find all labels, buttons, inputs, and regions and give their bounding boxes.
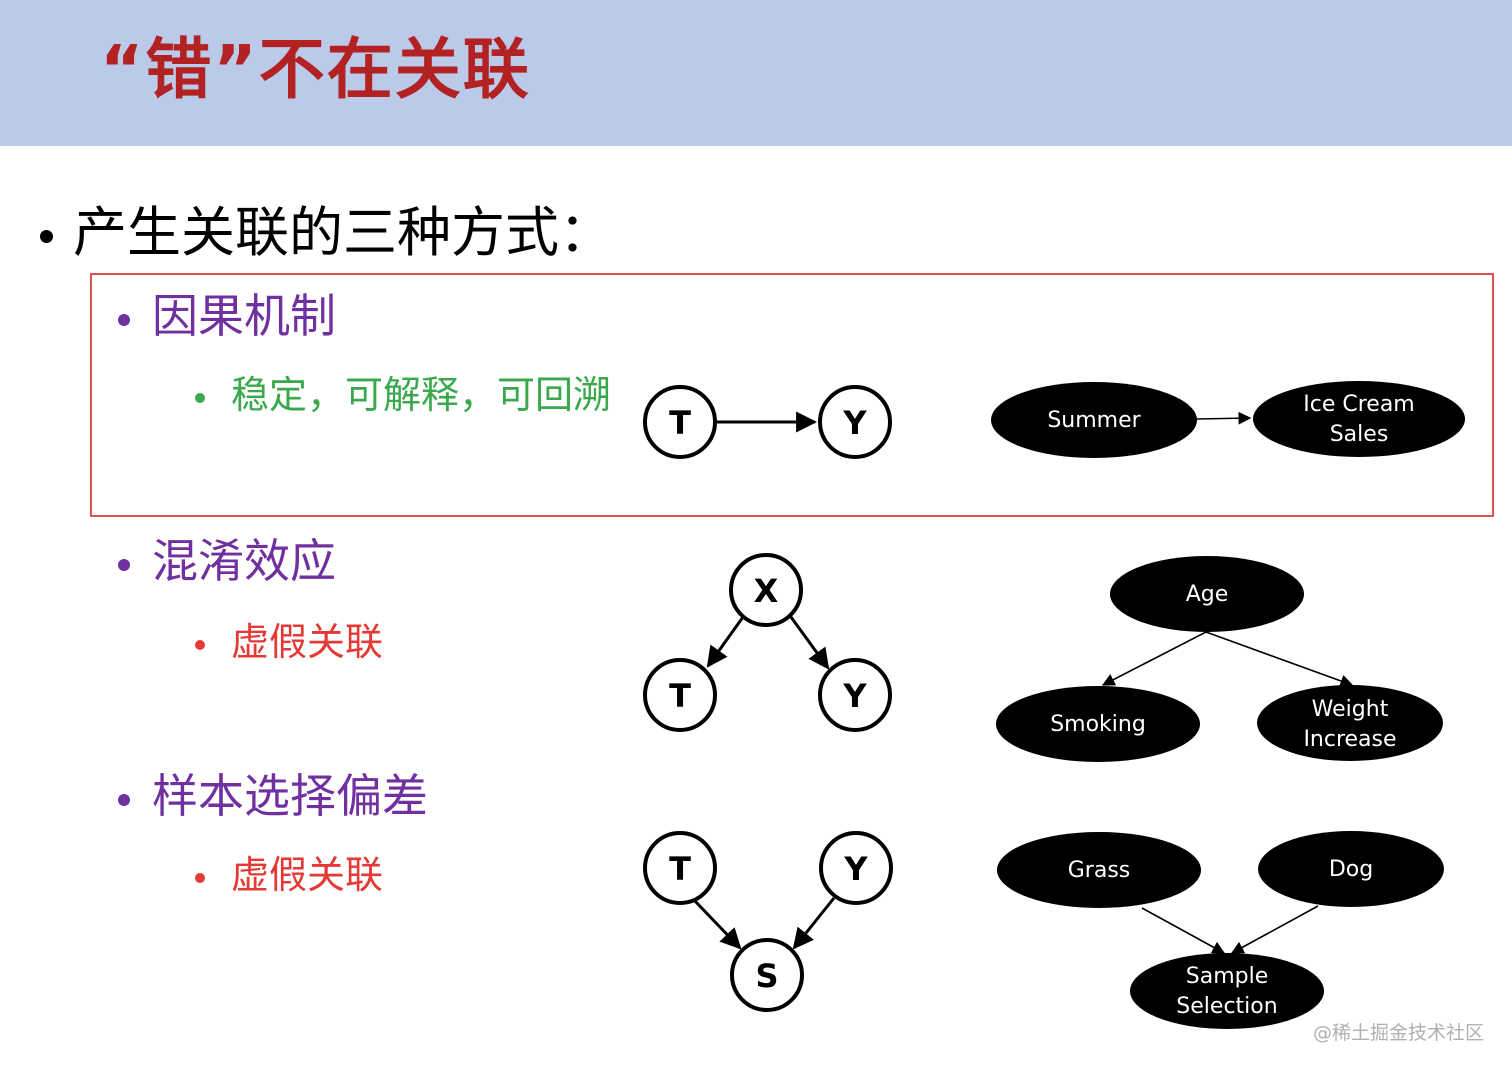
bullet-dot bbox=[40, 229, 53, 243]
node-age-label: Age bbox=[1186, 582, 1229, 607]
bullet-dot bbox=[195, 639, 205, 650]
node-y bbox=[818, 385, 892, 459]
node-icecream-label-1: Ice Cream bbox=[1303, 392, 1414, 417]
node-smoking-label: Smoking bbox=[1050, 712, 1146, 737]
example-selection: Grass Dog Sample Selection bbox=[997, 831, 1444, 1029]
slide-title: “错”不在关联 bbox=[100, 31, 531, 108]
node-y-label: Y bbox=[842, 404, 867, 442]
bullet-dot bbox=[118, 558, 130, 571]
section-heading-text: 混淆效应 bbox=[152, 534, 336, 588]
node-s-label: S bbox=[755, 957, 778, 995]
node-grass-label: Grass bbox=[1068, 858, 1131, 883]
node-t bbox=[643, 385, 717, 459]
highlight-box bbox=[90, 273, 1494, 517]
node-t-label: T bbox=[669, 404, 691, 442]
section-confounding-heading: 混淆效应 bbox=[118, 538, 336, 584]
node-t bbox=[643, 831, 717, 905]
node-y-label: Y bbox=[843, 850, 868, 888]
node-sample-selection bbox=[1130, 953, 1324, 1029]
section-selection-sub: 虚假关联 bbox=[195, 856, 383, 894]
header-bar bbox=[0, 0, 1512, 146]
node-weight-label-2: Increase bbox=[1303, 727, 1396, 752]
diagram-causal: T Y bbox=[643, 385, 892, 459]
bullet-dot bbox=[195, 392, 205, 403]
edge-x-t bbox=[706, 616, 745, 668]
node-sample-label-2: Selection bbox=[1176, 994, 1277, 1019]
edge-age-weight bbox=[1205, 631, 1354, 688]
section-sub-text: 虚假关联 bbox=[231, 853, 384, 897]
node-grass bbox=[997, 832, 1201, 908]
node-icecream-sales bbox=[1253, 381, 1465, 457]
node-dog bbox=[1258, 831, 1444, 907]
example-causal: Summer Ice Cream Sales bbox=[991, 381, 1465, 458]
section-selection-heading: 样本选择偏差 bbox=[118, 773, 428, 819]
edge-t-s bbox=[692, 898, 742, 950]
section-sub-text: 虚假关联 bbox=[231, 620, 384, 664]
node-icecream-label-2: Sales bbox=[1330, 422, 1389, 447]
edge-y-s bbox=[792, 897, 836, 950]
node-weight-label-1: Weight bbox=[1312, 697, 1389, 722]
example-confounding: Age Smoking Weight Increase bbox=[996, 556, 1443, 762]
node-age bbox=[1110, 556, 1304, 632]
node-t bbox=[643, 658, 717, 732]
bullet-dot bbox=[118, 793, 130, 806]
diagram-confounding: X T Y bbox=[643, 553, 892, 732]
node-t-label: T bbox=[669, 677, 691, 715]
main-bullet-text: 产生关联的三种方式： bbox=[73, 201, 613, 264]
node-x-label: X bbox=[754, 572, 779, 610]
section-sub-text: 稳定，可解释，可回溯 bbox=[231, 373, 612, 417]
node-summer-label: Summer bbox=[1047, 408, 1141, 433]
node-y bbox=[819, 831, 893, 905]
section-heading-text: 因果机制 bbox=[152, 289, 336, 343]
diagram-selection: T Y S bbox=[643, 831, 893, 1012]
section-confounding-sub: 虚假关联 bbox=[195, 623, 383, 661]
node-dog-label: Dog bbox=[1329, 857, 1373, 882]
node-y bbox=[818, 658, 892, 732]
node-summer bbox=[991, 382, 1197, 458]
edge-summer-icecream bbox=[1196, 411, 1252, 425]
section-causal-sub: 稳定，可解释，可回溯 bbox=[195, 376, 611, 414]
main-bullet: 产生关联的三种方式： bbox=[40, 206, 613, 260]
edge-age-smoking bbox=[1101, 631, 1207, 686]
node-sample-label-1: Sample bbox=[1186, 964, 1269, 989]
edge-dog-sample bbox=[1230, 905, 1319, 954]
node-weight-increase bbox=[1257, 685, 1443, 761]
section-heading-text: 样本选择偏差 bbox=[152, 769, 428, 823]
node-x bbox=[729, 553, 803, 627]
bullet-dot bbox=[195, 872, 205, 883]
node-smoking bbox=[996, 686, 1200, 762]
edge-grass-sample bbox=[1141, 907, 1226, 954]
node-s bbox=[730, 938, 804, 1012]
node-y-label: Y bbox=[842, 677, 867, 715]
section-causal-heading: 因果机制 bbox=[118, 293, 336, 339]
node-t-label: T bbox=[669, 850, 691, 888]
edge-x-y bbox=[789, 616, 830, 670]
watermark: @稀土掘金技术社区 bbox=[1312, 1022, 1484, 1044]
bullet-dot bbox=[118, 313, 130, 326]
